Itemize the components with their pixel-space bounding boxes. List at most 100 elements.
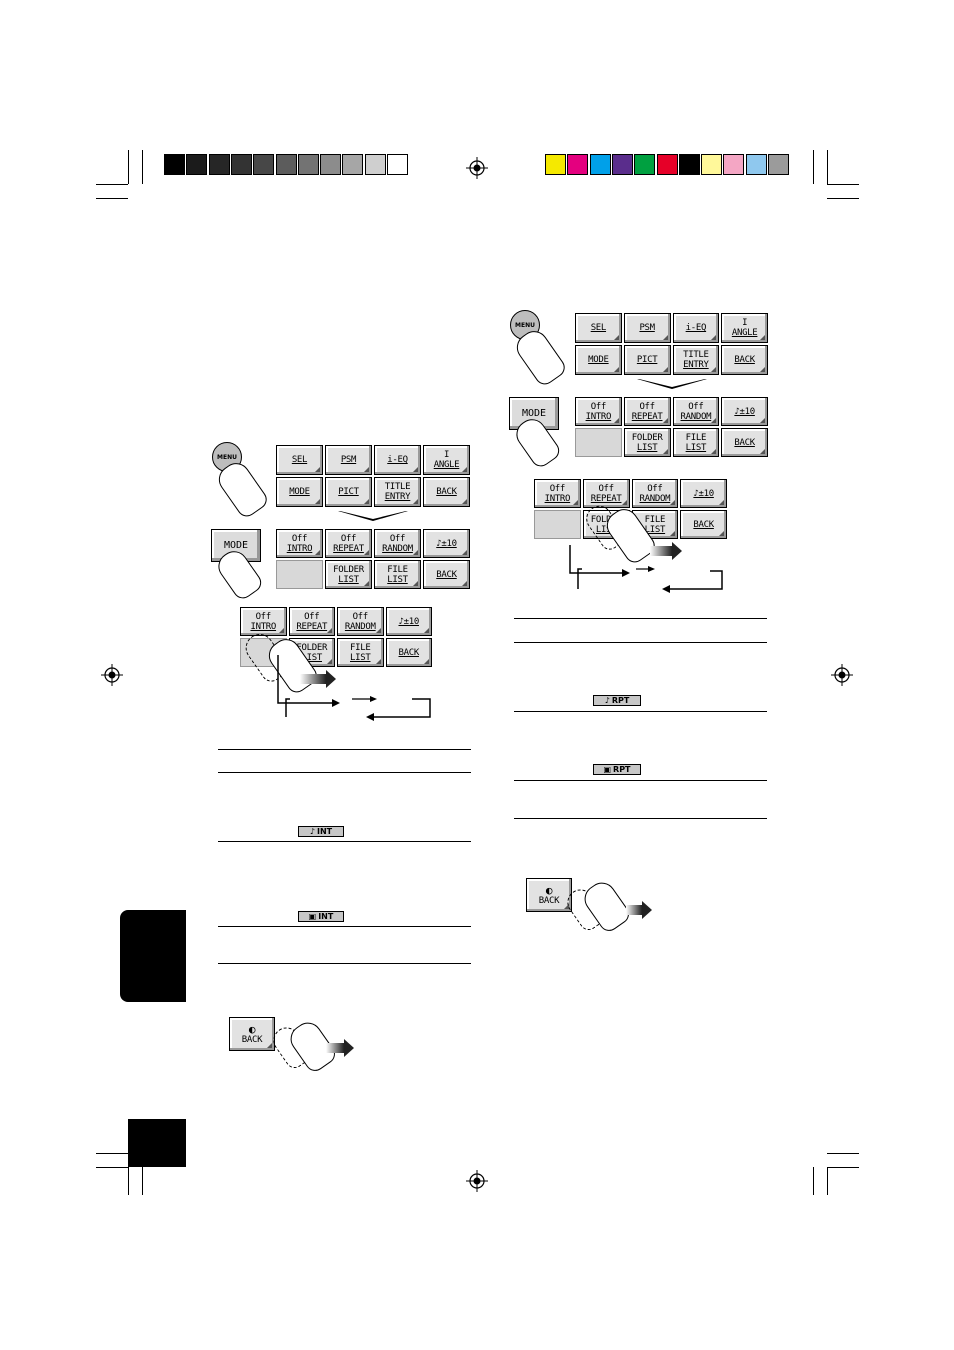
note-icon: ♪ bbox=[604, 696, 610, 705]
key-mode[interactable]: MODE bbox=[575, 345, 622, 375]
right-arrow-icon bbox=[326, 1039, 354, 1057]
key-psm[interactable]: PSM bbox=[325, 445, 372, 475]
key-back[interactable]: BACK bbox=[423, 477, 470, 507]
key-10[interactable]: ♪±10 bbox=[680, 479, 727, 508]
color-swatch bbox=[364, 154, 386, 175]
key-bottom-label: ♪±10 bbox=[398, 616, 420, 627]
key-bottom-label: BACK bbox=[436, 487, 457, 497]
crop-mark bbox=[96, 198, 128, 199]
color-swatch bbox=[589, 154, 611, 175]
crop-mark bbox=[813, 150, 814, 184]
color-swatch bbox=[230, 154, 252, 175]
crop-mark bbox=[128, 1167, 129, 1195]
right-arrow-icon bbox=[626, 901, 652, 919]
key-10[interactable]: ♪±10 bbox=[721, 397, 768, 426]
key-10[interactable]: ♪±10 bbox=[385, 607, 432, 636]
key-blank bbox=[575, 428, 622, 457]
key-blank bbox=[276, 560, 323, 589]
right-arrow-icon bbox=[650, 542, 682, 560]
key-top-label: FILE bbox=[644, 514, 666, 525]
key-sel[interactable]: SEL bbox=[276, 445, 323, 475]
mode-button[interactable]: MODE bbox=[211, 529, 261, 562]
key-i-eq[interactable]: i-EQ bbox=[374, 445, 421, 475]
key-bottom-label: LIST bbox=[301, 652, 323, 663]
color-swatch bbox=[678, 154, 700, 175]
key-top-label: FILE bbox=[350, 642, 371, 653]
key-top-label: Off bbox=[304, 611, 320, 622]
back-icon: ◐ bbox=[545, 883, 553, 897]
key-sel[interactable]: SEL bbox=[575, 313, 622, 343]
key-bottom-label: ANGLE bbox=[731, 328, 758, 338]
key-bottom-label: INTRO bbox=[250, 621, 277, 632]
key-top-label: Off bbox=[590, 401, 607, 412]
mode-button[interactable]: MODE bbox=[509, 397, 559, 430]
key-psm[interactable]: PSM bbox=[623, 313, 671, 343]
key-top-label: FILE bbox=[685, 432, 707, 443]
registration-mark-icon bbox=[831, 664, 853, 686]
key-bottom-label: ANGLE bbox=[433, 460, 460, 470]
key-back[interactable]: BACK bbox=[721, 345, 768, 375]
key-pict[interactable]: PICT bbox=[623, 345, 671, 375]
key-back[interactable]: BACK bbox=[423, 560, 470, 589]
cycle-diagram bbox=[277, 655, 431, 721]
intro-folder-indicator: ▣INT bbox=[298, 911, 344, 922]
key-mode[interactable]: MODE bbox=[276, 477, 323, 507]
key-bottom-label: REPEAT bbox=[333, 543, 364, 554]
table-rule bbox=[514, 618, 767, 619]
key-top-label: TITLE bbox=[683, 350, 709, 360]
key-10[interactable]: ♪±10 bbox=[423, 529, 470, 558]
key-top-label: Off bbox=[352, 611, 369, 622]
back-button[interactable]: ◐ BACK bbox=[526, 878, 572, 912]
key-bottom-label: LIST bbox=[338, 574, 359, 585]
key-bottom-label: REPEAT bbox=[296, 621, 328, 632]
key-i-eq[interactable]: i-EQ bbox=[672, 313, 720, 343]
back-button[interactable]: ◐ BACK bbox=[229, 1017, 275, 1051]
crop-mark bbox=[827, 150, 828, 184]
note-icon: ♪ bbox=[309, 827, 315, 836]
color-swatch bbox=[745, 154, 767, 175]
folder-icon: ▣ bbox=[308, 912, 317, 921]
key-bottom-label: ENTRY bbox=[683, 360, 709, 370]
key-pict[interactable]: PICT bbox=[325, 477, 372, 507]
key-back[interactable]: BACK bbox=[721, 428, 768, 457]
key-blank bbox=[534, 510, 581, 539]
table-rule bbox=[218, 926, 471, 927]
crop-mark bbox=[827, 184, 859, 185]
registration-mark-icon bbox=[466, 157, 488, 179]
color-swatch bbox=[723, 154, 745, 175]
key-top-label: I bbox=[443, 450, 450, 460]
table-rule bbox=[514, 642, 767, 643]
color-swatch bbox=[701, 154, 723, 175]
key-back[interactable]: BACK bbox=[680, 510, 727, 539]
key-back[interactable]: BACK bbox=[385, 638, 432, 667]
crop-mark bbox=[96, 1167, 128, 1168]
table-rule bbox=[218, 841, 471, 842]
key-top-label: Off bbox=[340, 533, 357, 544]
key-bottom-label: ENTRY bbox=[384, 492, 411, 502]
cycle-diagram bbox=[569, 545, 723, 593]
color-swatch bbox=[320, 154, 342, 175]
